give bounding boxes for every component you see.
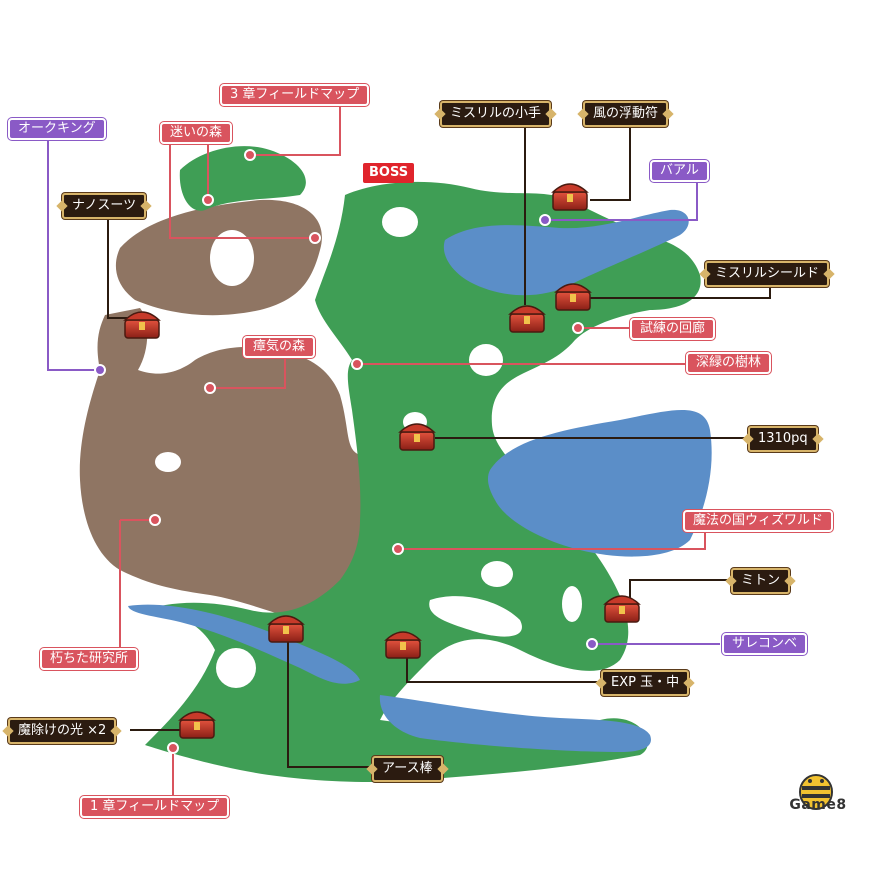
treasure-chest-icon [178,711,216,739]
water-river [128,604,360,684]
label-sarekonbe: サレコンベ [722,633,808,655]
treasure-chest-icon [554,283,592,311]
label-exp-orb: EXP 玉・中 [601,670,690,696]
game8-bee-logo [799,774,833,810]
label-mitten: ミトン [731,568,791,594]
label-baal: バアル [650,160,709,182]
forest-hole-7 [429,596,522,637]
treasure-chests [123,183,641,739]
boss-label: BOSS [363,163,415,183]
treasure-chest-icon [551,183,589,211]
treasure-chest-icon [603,595,641,623]
water-east [487,410,712,557]
label-mithril-shield: ミスリルシールド [705,261,830,287]
label-deep-green-forest: 深緑の樹林 [686,352,772,374]
treasure-chest-icon [123,311,161,339]
label-miasma-forest: 瘴気の森 [243,336,316,358]
label-mayoi-forest: 迷いの森 [160,122,233,144]
label-trial-corridor: 試練の回廊 [630,318,716,340]
rock-area-lab [79,308,389,620]
rock-hole-1 [210,230,254,286]
forest-hole-6 [216,648,256,688]
treasure-chest-icon [267,615,305,643]
point-markers [94,149,598,754]
forest-hole-1 [382,207,418,237]
label-field-map-1[interactable]: 1 章フィールドマップ [80,796,230,818]
forest-hole-4 [481,561,513,587]
rock-hole-2 [155,452,181,472]
logo-text: Game8 [789,797,847,813]
forest-hole-2 [469,344,503,376]
treasure-chest-icon [398,423,436,451]
treasure-chest-icon [508,305,546,333]
treasure-chest-icon [384,631,422,659]
label-charm-light: 魔除けの光 ×2 [8,718,117,744]
label-rotten-lab: 朽ちた研究所 [40,648,139,670]
forest-hole-5 [562,586,582,622]
label-orc-king: オークキング [8,118,106,140]
label-field-map-3[interactable]: 3 章フィールドマップ [220,84,370,106]
label-wizwald: 魔法の国ウィズワルド [683,510,834,532]
label-1310pq: 1310pq [748,426,818,452]
label-earth-rod: アース棒 [372,756,443,782]
label-mithril-dagger: ミスリルの小手 [440,101,552,127]
water-north [443,209,689,296]
forest-area-mayoi [179,146,306,211]
label-wind-amulet: 風の浮動符 [583,101,669,127]
water-south [379,695,651,752]
label-nano-suit: ナノスーツ [62,193,147,219]
